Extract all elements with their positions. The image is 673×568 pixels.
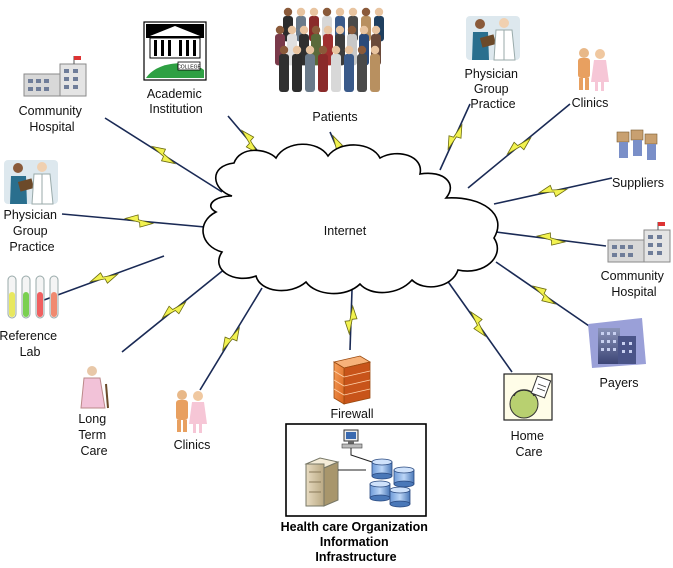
patients-label: Patients [312, 110, 357, 124]
academic-institution-label: Academic Institution [147, 87, 205, 116]
lightning-bolt-icon [531, 285, 557, 305]
database-cluster-icon [369, 458, 415, 508]
physician-doctors-icon [4, 160, 58, 205]
lightning-bolt-icon [161, 301, 187, 319]
hospital-building-icon [23, 56, 87, 97]
infrastructure-label: Health care Organization Information Inf… [281, 520, 432, 564]
connection-link [467, 103, 571, 189]
home-care-phone-icon [503, 373, 553, 421]
internet-label: Internet [324, 224, 367, 238]
community-hospital-right-label: Community Hospital [601, 269, 668, 299]
lightning-bolt-icon [537, 184, 569, 198]
connection-link [344, 289, 358, 351]
connection-link [199, 287, 263, 391]
internet-cloud: Internet [202, 143, 499, 295]
clinics-bottom-label: Clinics [174, 438, 211, 452]
physician-group-top-label: Physician Group Practice [465, 67, 522, 111]
elderly-woman-icon [80, 366, 109, 409]
connection-link [493, 177, 613, 205]
connection-link [495, 231, 607, 247]
server-cabinet-icon [304, 457, 340, 507]
nurses-icon [176, 390, 207, 433]
suppliers-label: Suppliers [612, 176, 664, 190]
physician-group-left-label: Physician Group Practice [4, 208, 61, 254]
lightning-bolt-icon [506, 136, 532, 156]
firewall-brick-icon [332, 355, 372, 405]
community-hospital-left-label: Community Hospital [19, 104, 86, 134]
connection-link [443, 275, 513, 373]
college-sign: COLLEGE [177, 65, 201, 71]
connection-link [104, 117, 223, 193]
hospital-building-icon [607, 222, 671, 263]
connection-link [495, 261, 593, 329]
long-term-care-label: Long Term Care [78, 412, 109, 458]
connection-link [121, 267, 227, 353]
lightning-bolt-icon [222, 326, 240, 352]
reference-lab-label: Reference Lab [0, 329, 61, 359]
computer-icon [341, 429, 363, 449]
lightning-bolt-icon [469, 310, 487, 338]
test-tubes-icon [7, 275, 59, 319]
patients-group-icon [275, 7, 384, 92]
connections [43, 103, 613, 391]
connection-link [439, 103, 471, 171]
infrastructure-box [285, 423, 427, 517]
lightning-bolt-icon [89, 272, 119, 284]
connection-link [61, 213, 217, 229]
college-building-icon: COLLEGE [143, 21, 207, 81]
payers-office-building-icon [588, 318, 646, 368]
payers-label: Payers [600, 376, 639, 390]
clinics-top-label: Clinics [572, 96, 609, 110]
lightning-bolt-icon [535, 232, 567, 246]
lightning-bolt-icon [447, 123, 463, 151]
firewall-label: Firewall [330, 407, 373, 421]
lightning-bolt-icon [344, 304, 358, 336]
connection-link [43, 255, 165, 301]
nurses-icon [578, 48, 609, 91]
physician-doctors-icon [466, 16, 520, 61]
home-care-label: Home Care [511, 429, 548, 459]
lightning-bolt-icon [123, 214, 155, 228]
lightning-bolt-icon [150, 145, 177, 165]
suppliers-workers-icon [616, 129, 658, 160]
